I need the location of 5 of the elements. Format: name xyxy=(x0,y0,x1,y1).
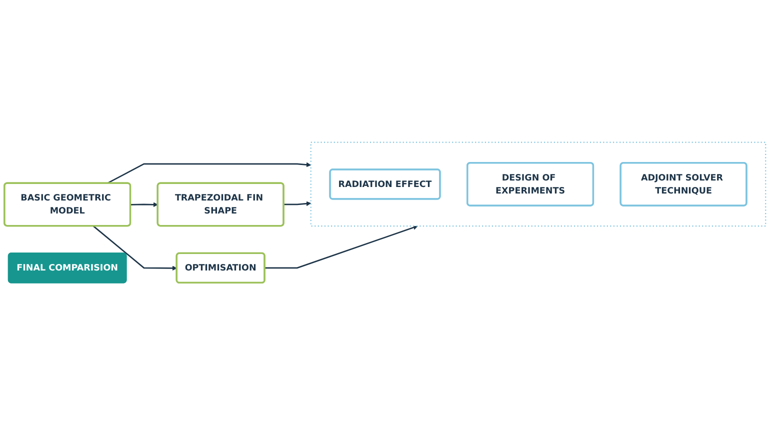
arrow xyxy=(264,225,418,269)
arrow xyxy=(130,202,158,208)
arrow xyxy=(284,201,312,206)
arrow xyxy=(107,162,312,184)
arrow xyxy=(92,226,178,271)
